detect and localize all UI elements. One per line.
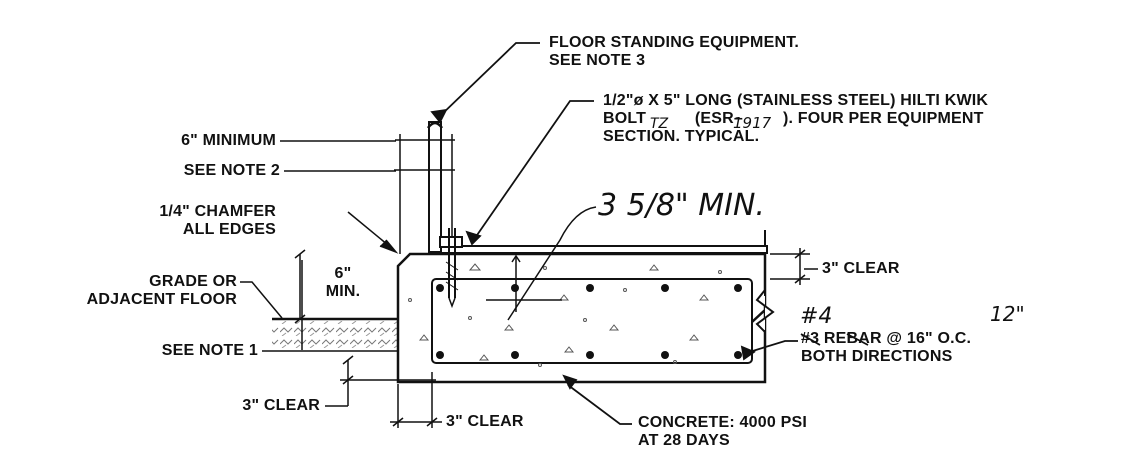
- bolt-line-2: BOLT (ESR–). FOUR PER EQUIPMENT: [603, 110, 984, 127]
- bolt-line-3: SECTION. TYPICAL.: [603, 128, 760, 145]
- floor-standing-line-1: FLOOR STANDING EQUIPMENT.: [549, 34, 800, 51]
- rebar-line-1: #3 REBAR @ 16" O.C.: [801, 330, 972, 347]
- see-note-1-label: SEE NOTE 1: [161, 342, 258, 359]
- chamfer-label: 1/4" CHAMFER ALL EDGES: [159, 203, 276, 238]
- slab-min-label: 6" MIN.: [325, 265, 361, 300]
- rebar-label: #3 REBAR @ 16" O.C. BOTH DIRECTIONS: [801, 330, 971, 366]
- aggregate-texture: [408, 263, 722, 367]
- rebar-spacing-handwritten: 12": [990, 302, 1025, 326]
- rebar-cage: [431, 278, 753, 364]
- rebar-line-2: BOTH DIRECTIONS: [801, 348, 953, 365]
- floor-standing-label: FLOOR STANDING EQUIPMENT. SEE NOTE 3: [549, 34, 799, 70]
- leader-arrows: [430, 42, 798, 425]
- esr-number-handwritten: 1917: [733, 114, 772, 132]
- dimension-lines: [240, 134, 818, 428]
- embedment-handwritten: 3 5/8" MIN.: [598, 188, 765, 223]
- see-note-2-label: SEE NOTE 2: [183, 162, 280, 179]
- embedment-marker: [486, 206, 597, 321]
- six-minimum-label: 6" MINIMUM: [181, 132, 276, 149]
- bolt-line-1: 1/2"ø X 5" LONG (STAINLESS STEEL) HILTI …: [603, 92, 989, 109]
- bolt-type-handwritten: TZ: [650, 116, 669, 132]
- rebar-corrections: [800, 333, 869, 346]
- clear-left-label: 3" CLEAR: [242, 397, 320, 414]
- rebar-size-handwritten: #4: [800, 304, 833, 329]
- floor-standing-line-2: SEE NOTE 3: [549, 52, 646, 69]
- equipment-base: [426, 121, 768, 254]
- grade-label: GRADE OR ADJACENT FLOOR: [86, 273, 237, 308]
- concrete-slab: [396, 230, 775, 384]
- concrete-label: CONCRETE: 4000 PSI AT 28 DAYS: [638, 414, 807, 449]
- bolt-label: 1/2"ø X 5" LONG (STAINLESS STEEL) HILTI …: [603, 92, 988, 146]
- clear-bottom-label: 3" CLEAR: [446, 413, 524, 430]
- grade-surface: [272, 317, 398, 351]
- clear-top-label: 3" CLEAR: [822, 260, 900, 277]
